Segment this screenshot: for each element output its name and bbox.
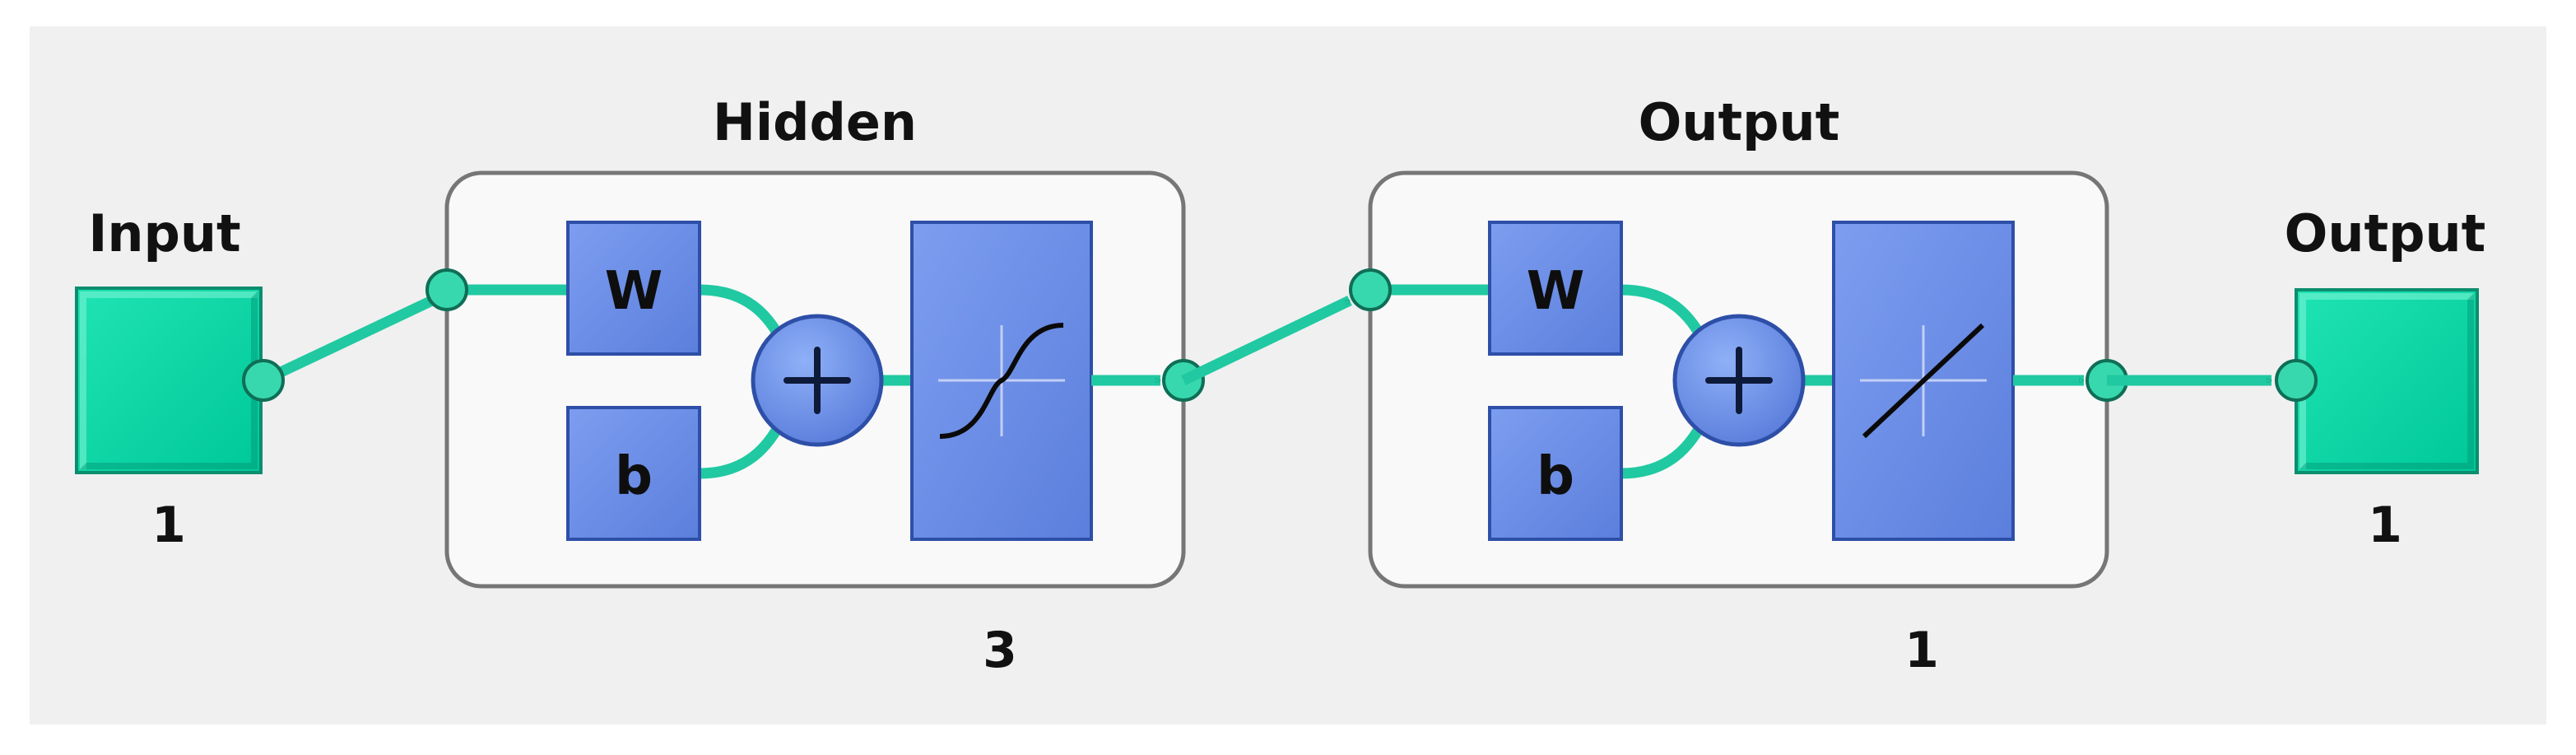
hidden-layer-label: Hidden (713, 92, 917, 152)
output-layer-label: Output (1639, 92, 1840, 152)
output-node (2295, 288, 2479, 474)
hidden-transfer-function-block (910, 221, 1093, 541)
connection-hidden-output (1181, 296, 1352, 385)
input-label: Input (88, 203, 240, 263)
sigmoid-curve-icon (939, 323, 1064, 439)
hidden-weight-label: W (605, 261, 663, 322)
linear-line-icon (1862, 323, 1985, 439)
hidden-bias-label: b (615, 446, 653, 507)
hidden-layer-size: 3 (983, 622, 1017, 679)
plus-icon (783, 347, 851, 414)
plus-icon (1705, 347, 1773, 414)
input-port-dot (242, 359, 285, 402)
input-node (75, 287, 263, 474)
hidden-weight-block (566, 221, 701, 356)
output-transfer-function-block (1832, 221, 2015, 541)
input-size: 1 (151, 496, 186, 554)
output-weight-block (1488, 221, 1623, 356)
output-node-port-dot (2275, 359, 2318, 402)
output-bias-block (1488, 406, 1623, 541)
output-weight-label: W (1527, 261, 1585, 322)
connection-input-hidden (261, 296, 435, 385)
hidden-sum-node (751, 314, 884, 447)
hidden-input-port-dot (425, 268, 468, 311)
output-layer-input-port-dot (1349, 268, 1392, 311)
hidden-bias-block (566, 406, 701, 541)
output-layer-size: 1 (1904, 622, 1939, 679)
output-sum-node (1672, 314, 1806, 447)
output-node-label: Output (2285, 203, 2486, 263)
output-bias-label: b (1537, 446, 1574, 507)
output-node-size: 1 (2368, 496, 2402, 554)
